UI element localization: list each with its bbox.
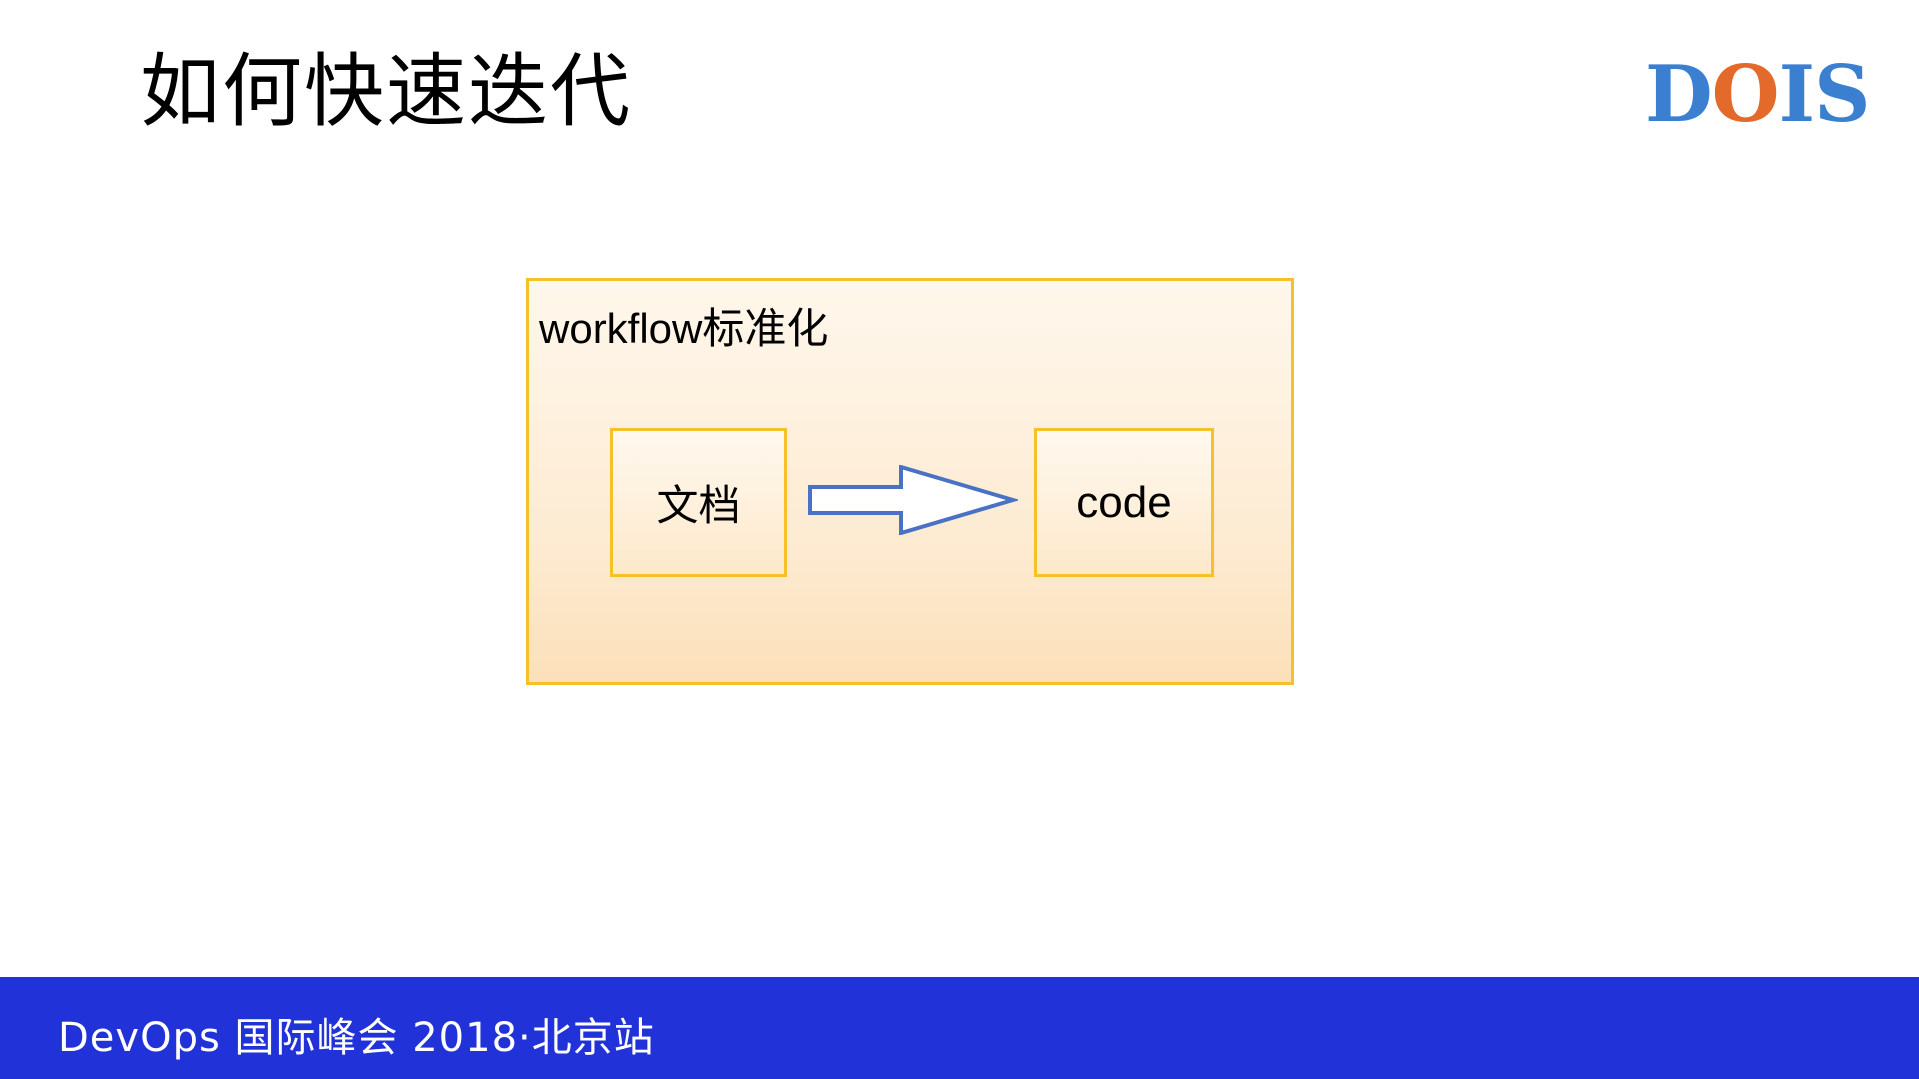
page-title: 如何快速迭代 (140, 45, 632, 138)
workflow-container-label: workflow标准化 (539, 305, 829, 352)
node-code: code (1034, 428, 1214, 577)
footer-bar: DevOps 国际峰会 2018·北京站 (0, 977, 1919, 1079)
footer-text: DevOps 国际峰会 2018·北京站 (58, 1015, 655, 1061)
node-document-label: 文档 (656, 481, 741, 530)
arrow-shape (808, 465, 1018, 535)
logo-letter-o: O (1711, 49, 1780, 140)
workflow-container: workflow标准化 文档 code (526, 278, 1294, 685)
logo-letter-i: I (1778, 49, 1815, 140)
node-document: 文档 (610, 428, 787, 577)
logo-letter-s: S (1814, 49, 1870, 140)
node-code-label: code (1076, 477, 1172, 527)
logo-letter-d: D (1645, 49, 1713, 140)
right-arrow-icon (808, 465, 1018, 535)
dois-logo: DOIS (1645, 56, 1870, 134)
